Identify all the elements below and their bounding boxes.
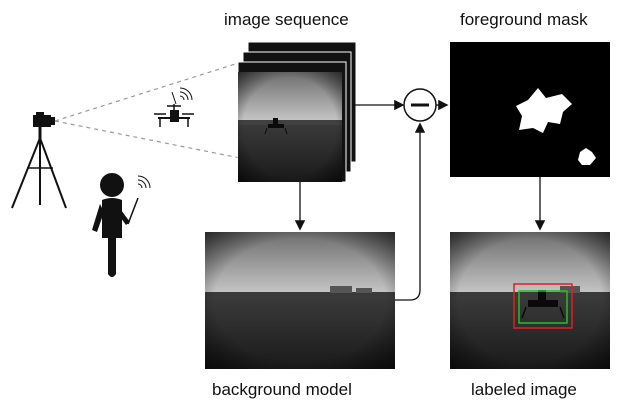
subtraction-operator xyxy=(403,88,437,122)
wireless-signal-icon xyxy=(137,175,151,189)
camera-on-tripod-icon xyxy=(11,112,67,209)
outer-bounding-box xyxy=(513,283,573,329)
background-model-image xyxy=(205,232,395,369)
foreground-mask-image xyxy=(450,42,610,177)
labeled-image-label: labeled image xyxy=(471,380,577,399)
labeled-image xyxy=(450,232,610,369)
wireless-signal-icon xyxy=(179,87,193,101)
image-sequence-stack xyxy=(237,41,357,183)
person-with-remote-icon xyxy=(92,173,139,277)
flow-arrows xyxy=(294,99,546,301)
foreground-mask-label: foreground mask xyxy=(460,10,588,29)
inner-bounding-box xyxy=(518,290,568,324)
image-sequence-label: image sequence xyxy=(224,10,349,29)
sequence-front-frame xyxy=(238,72,342,182)
drone-icon xyxy=(154,91,194,127)
background-model-label: background model xyxy=(212,380,352,399)
arrow-background-to-operator xyxy=(395,122,426,301)
field-of-view-lines xyxy=(54,59,249,159)
